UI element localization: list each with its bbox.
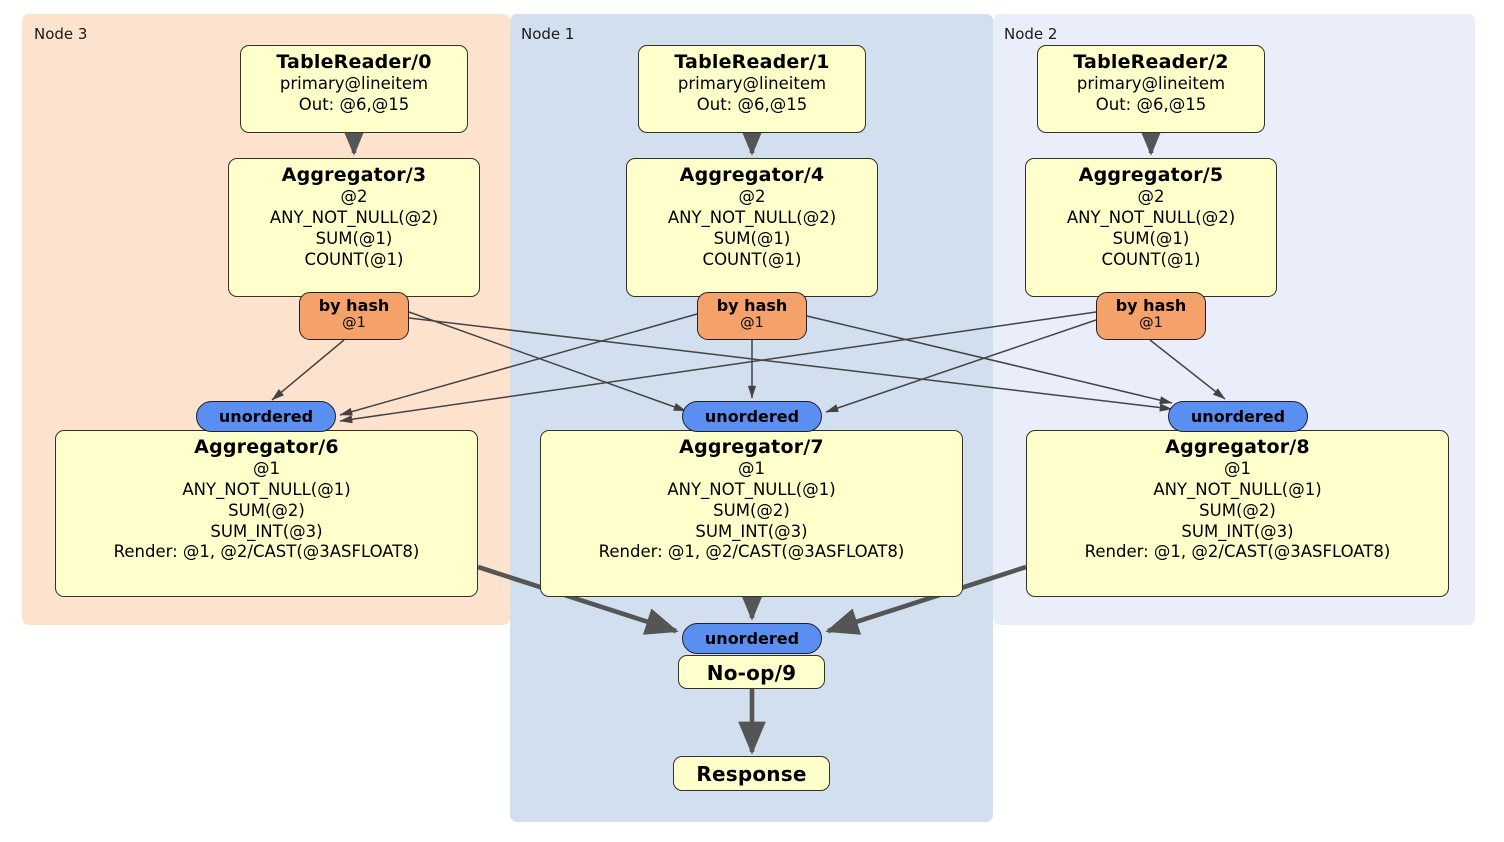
box-line: SUM_INT(@3) (210, 521, 323, 541)
box-line: ANY_NOT_NULL(@2) (667, 207, 837, 227)
box-line: SUM_INT(@3) (1181, 521, 1294, 541)
node-label-node3: Node 3 (34, 25, 88, 43)
badge-sublabel: @1 (740, 315, 764, 332)
processor-box-tablereader-2[interactable]: TableReader/2 primary@lineitem Out: @6,@… (1037, 45, 1265, 133)
box-title: Aggregator/8 (1165, 436, 1310, 458)
badge-sublabel: @1 (342, 315, 366, 332)
box-line: @1 (253, 459, 280, 479)
box-title: Response (696, 762, 807, 786)
box-line: SUM(@2) (713, 500, 790, 520)
box-line: SUM(@2) (1199, 500, 1276, 520)
box-title: Aggregator/6 (194, 436, 339, 458)
processor-box-aggregator-8[interactable]: Aggregator/8 @1 ANY_NOT_NULL(@1) SUM(@2)… (1026, 430, 1449, 597)
box-title: Aggregator/4 (679, 164, 825, 186)
box-line: Out: @6,@15 (696, 94, 808, 114)
box-line: COUNT(@1) (1101, 249, 1201, 269)
badge-label: by hash (716, 296, 788, 315)
box-line: Out: @6,@15 (1095, 94, 1207, 114)
input-badge-unordered-9[interactable]: unordered (682, 623, 822, 654)
badge-label: by hash (318, 296, 390, 315)
input-badge-unordered-6[interactable]: unordered (196, 401, 336, 432)
box-line: Render: @1, @2/CAST(@3ASFLOAT8) (598, 542, 905, 562)
processor-box-aggregator-6[interactable]: Aggregator/6 @1 ANY_NOT_NULL(@1) SUM(@2)… (55, 430, 478, 597)
box-title: TableReader/2 (1073, 51, 1229, 73)
badge-sublabel: @1 (1139, 315, 1163, 332)
box-line: SUM_INT(@3) (695, 521, 808, 541)
box-line: @1 (738, 459, 765, 479)
box-title: Aggregator/3 (281, 164, 427, 186)
processor-box-noop-9[interactable]: No-op/9 (678, 655, 825, 689)
badge-label: by hash (1115, 296, 1187, 315)
box-line: Render: @1, @2/CAST(@3ASFLOAT8) (113, 542, 420, 562)
processor-box-response[interactable]: Response (673, 756, 830, 791)
box-line: primary@lineitem (279, 74, 429, 94)
processor-box-aggregator-5[interactable]: Aggregator/5 @2 ANY_NOT_NULL(@2) SUM(@1)… (1025, 158, 1277, 297)
box-line: ANY_NOT_NULL(@1) (182, 479, 351, 499)
output-badge-by-hash-4[interactable]: by hash @1 (697, 292, 807, 340)
box-line: @2 (1137, 187, 1165, 207)
box-line: SUM(@1) (1112, 228, 1190, 248)
processor-box-aggregator-7[interactable]: Aggregator/7 @1 ANY_NOT_NULL(@1) SUM(@2)… (540, 430, 963, 597)
box-line: primary@lineitem (1076, 74, 1226, 94)
box-line: SUM(@2) (228, 500, 305, 520)
box-line: ANY_NOT_NULL(@2) (1066, 207, 1236, 227)
box-line: primary@lineitem (677, 74, 827, 94)
box-line: Render: @1, @2/CAST(@3ASFLOAT8) (1084, 542, 1391, 562)
input-badge-unordered-7[interactable]: unordered (682, 401, 822, 432)
box-line: SUM(@1) (713, 228, 791, 248)
box-line: @1 (1224, 459, 1251, 479)
box-line: COUNT(@1) (702, 249, 802, 269)
node-label-node1: Node 1 (521, 25, 575, 43)
processor-box-aggregator-3[interactable]: Aggregator/3 @2 ANY_NOT_NULL(@2) SUM(@1)… (228, 158, 480, 297)
box-line: ANY_NOT_NULL(@1) (1153, 479, 1322, 499)
box-title: Aggregator/7 (679, 436, 824, 458)
box-title: No-op/9 (706, 661, 797, 685)
output-badge-by-hash-3[interactable]: by hash @1 (299, 292, 409, 340)
box-title: Aggregator/5 (1078, 164, 1224, 186)
processor-box-tablereader-0[interactable]: TableReader/0 primary@lineitem Out: @6,@… (240, 45, 468, 133)
output-badge-by-hash-5[interactable]: by hash @1 (1096, 292, 1206, 340)
processor-box-aggregator-4[interactable]: Aggregator/4 @2 ANY_NOT_NULL(@2) SUM(@1)… (626, 158, 878, 297)
box-title: TableReader/0 (276, 51, 432, 73)
processor-box-tablereader-1[interactable]: TableReader/1 primary@lineitem Out: @6,@… (638, 45, 866, 133)
box-line: @2 (738, 187, 766, 207)
box-title: TableReader/1 (674, 51, 830, 73)
input-badge-unordered-8[interactable]: unordered (1168, 401, 1308, 432)
box-line: @2 (340, 187, 368, 207)
box-line: Out: @6,@15 (298, 94, 410, 114)
box-line: COUNT(@1) (304, 249, 404, 269)
box-line: SUM(@1) (315, 228, 393, 248)
node-label-node2: Node 2 (1004, 25, 1058, 43)
box-line: ANY_NOT_NULL(@2) (269, 207, 439, 227)
box-line: ANY_NOT_NULL(@1) (667, 479, 836, 499)
